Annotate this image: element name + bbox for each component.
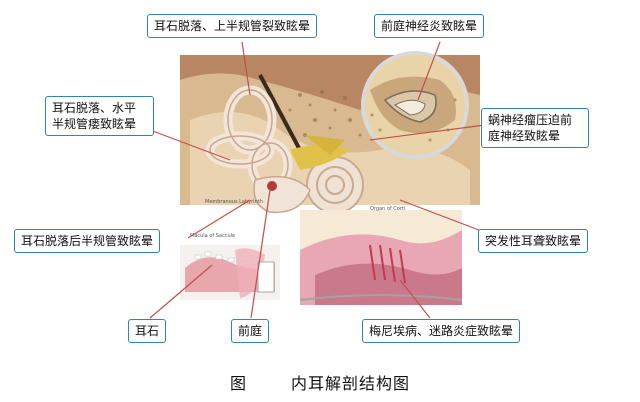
magnified-inset xyxy=(363,53,467,157)
vestibule-marker xyxy=(267,181,277,191)
label-posterior-canal: 耳石脱落后半规管致眩晕 xyxy=(14,229,160,253)
label-vestibular-neuritis: 前庭神经炎致眩晕 xyxy=(374,14,484,38)
label-acoustic-neuroma: 蜗神经瘤压迫前庭神经致眩晕 xyxy=(481,108,589,148)
label-horizontal-canal-fistula: 耳石脱落、水平半规管瘘致眩晕 xyxy=(45,96,154,136)
figure-caption: 图 内耳解剖结构图 xyxy=(0,370,640,394)
label-otolith: 耳石 xyxy=(128,319,166,343)
macula-caption: Macula of Saccule xyxy=(190,233,235,239)
label-vestibule: 前庭 xyxy=(231,319,269,343)
caption-title: 内耳解剖结构图 xyxy=(291,370,410,394)
otolith-inset xyxy=(180,245,280,300)
caption-prefix: 图 xyxy=(230,370,247,394)
labyrinth-caption: Membranous Labyrinth xyxy=(205,199,263,205)
label-utricle-superior-canal: 耳石脱落、上半规管裂致眩晕 xyxy=(147,14,317,38)
organ-caption: Organ of Corti xyxy=(370,206,405,212)
label-sudden-deafness: 突发性耳聋致眩晕 xyxy=(478,229,588,253)
organ-of-corti-inset xyxy=(300,210,462,305)
label-meniere-labyrinthitis: 梅尼埃病、迷路炎症致眩晕 xyxy=(362,319,520,343)
